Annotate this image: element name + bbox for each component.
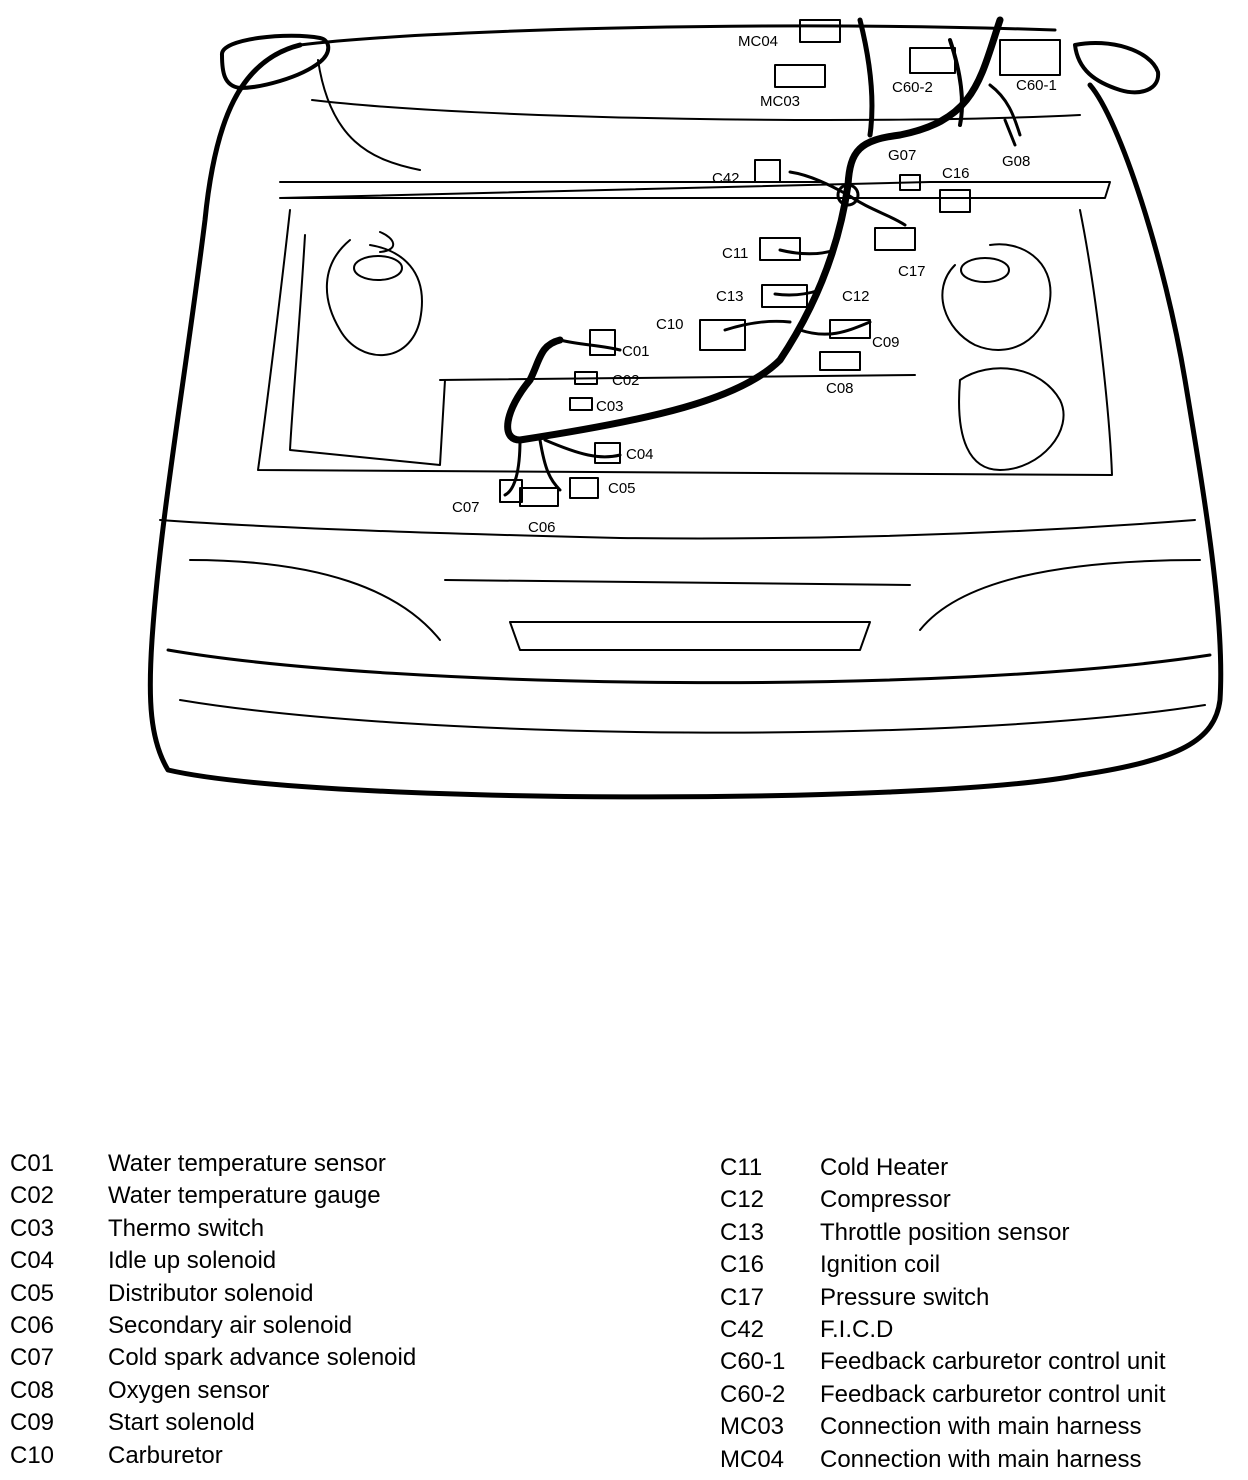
legend-desc: Pressure switch <box>820 1283 990 1311</box>
label-G07: G07 <box>888 147 916 164</box>
legend-desc: Compressor <box>820 1186 951 1214</box>
legend-code: C60-1 <box>720 1348 786 1376</box>
legend-desc: Connection with main harness <box>820 1413 1142 1441</box>
label-C05: C05 <box>608 480 636 497</box>
legend-row: C42 F.I.C.D <box>720 1314 1240 1346</box>
legend-code: C10 <box>10 1441 55 1469</box>
label-C10: C10 <box>656 316 684 333</box>
legend-row: MC04 Connection with main harness <box>720 1444 1240 1476</box>
legend-row: C09 Start solenold <box>10 1407 570 1439</box>
label-G08: G08 <box>1002 153 1030 170</box>
label-C60-1: C60-1 <box>1016 77 1057 94</box>
legend-code: C08 <box>10 1376 55 1404</box>
legend-code: MC03 <box>720 1413 785 1441</box>
legend-code: C13 <box>720 1218 765 1246</box>
legend-code: C11 <box>720 1154 763 1181</box>
label-MC04: MC04 <box>738 33 778 50</box>
connector-labels: MC04 MC03 C60-2 C60-1 G07 G08 C42 C16 C1… <box>452 33 1057 536</box>
legend-desc: Idle up solenoid <box>108 1247 277 1275</box>
legend-desc: Water temperature gauge <box>108 1182 381 1210</box>
legend-code: C60-2 <box>720 1380 786 1408</box>
legend-code: C06 <box>10 1312 55 1340</box>
legend-row: C08 Oxygen sensor <box>10 1375 570 1407</box>
legend-left: C01 Water temperature sensor C02 Water tem… <box>10 1148 570 1472</box>
left-mirror <box>220 33 331 90</box>
label-C11: C11 <box>722 245 748 262</box>
legend-code: C02 <box>10 1182 55 1210</box>
legend-row: MC03 Connection with main harness <box>720 1411 1240 1443</box>
legend-code: C05 <box>10 1279 55 1307</box>
legend-desc: Distributor solenoid <box>108 1279 314 1307</box>
legend-code: C03 <box>10 1214 55 1242</box>
main-harness <box>504 16 1004 444</box>
label-C16: C16 <box>942 165 970 182</box>
legend-code: C17 <box>720 1283 765 1311</box>
car-body-outline <box>147 42 1224 800</box>
legend-row: C06 Secondary air solenoid <box>10 1310 570 1342</box>
legend-desc: Ignition coil <box>820 1251 941 1279</box>
legend-desc: Throttle position sensor <box>820 1218 1070 1246</box>
legend-desc: Oxygen sensor <box>108 1376 270 1404</box>
legend-code: C16 <box>720 1251 765 1279</box>
label-C17: C17 <box>898 263 926 280</box>
legend-desc: Cold Heater <box>820 1154 949 1181</box>
legend-row: C16 Ignition coil <box>720 1249 1240 1281</box>
legend-row: C03 Thermo switch <box>10 1213 570 1245</box>
label-C13: C13 <box>716 288 744 305</box>
label-C60-2: C60-2 <box>892 79 933 96</box>
legend-code: C09 <box>10 1409 55 1437</box>
legend-code: C42 <box>720 1316 765 1344</box>
label-C04: C04 <box>626 446 654 463</box>
legend-row: C13 Throttle position sensor <box>720 1217 1240 1249</box>
label-C01: C01 <box>622 343 650 360</box>
legend-desc: F.I.C.D <box>820 1316 894 1344</box>
label-C08: C08 <box>826 380 854 397</box>
legend-desc: Start solenold <box>108 1409 255 1437</box>
legend-code: C07 <box>10 1344 55 1372</box>
legend-row: C01 Water temperature sensor <box>10 1148 570 1180</box>
legend-desc: Secondary air solenoid <box>108 1312 353 1340</box>
legend-row: C04 Idle up solenoid <box>10 1245 570 1277</box>
legend-row: C12 Compressor <box>720 1184 1240 1216</box>
legend-code: C04 <box>10 1247 55 1275</box>
label-C09: C09 <box>872 334 900 351</box>
legend-row: C02 Water temperature gauge <box>10 1180 570 1212</box>
legend-code: C01 <box>10 1150 55 1177</box>
legend-row: C10 Carburetor <box>10 1440 570 1472</box>
legend-row: C60-2 Feedback carburetor control unit <box>720 1379 1240 1411</box>
label-MC03: MC03 <box>760 93 800 110</box>
label-C12: C12 <box>842 288 870 305</box>
legend-desc: Carburetor <box>108 1441 223 1469</box>
legend-desc: Feedback carburetor control unit <box>820 1348 1166 1376</box>
legend-row: C07 Cold spark advance solenoid <box>10 1342 570 1374</box>
label-C42: C42 <box>712 170 740 187</box>
legend-desc: Thermo switch <box>108 1214 265 1242</box>
engine-harness-diagram: MC04 MC03 C60-2 C60-1 G07 G08 C42 C16 C1… <box>147 16 1224 800</box>
label-C02: C02 <box>612 372 640 389</box>
legend-right: C11 Cold Heater C12 Compressor C13 Throttle… <box>720 1152 1240 1476</box>
legend-row: C17 Pressure switch <box>720 1282 1240 1314</box>
legend-code: MC04 <box>720 1445 785 1473</box>
legend-row: C11 Cold Heater <box>720 1152 1240 1184</box>
legend-desc: Cold spark advance solenoid <box>108 1344 417 1372</box>
legend-row: C05 Distributor solenoid <box>10 1278 570 1310</box>
right-mirror <box>1073 41 1161 95</box>
label-C06: C06 <box>528 519 556 536</box>
legend-code: C12 <box>720 1186 765 1214</box>
legend-desc: Water temperature sensor <box>108 1150 386 1177</box>
legend-desc: Feedback carburetor control unit <box>820 1380 1166 1408</box>
label-C07: C07 <box>452 499 480 516</box>
legend-row: C60-1 Feedback carburetor control unit <box>720 1346 1240 1378</box>
label-C03: C03 <box>596 398 624 415</box>
legend-desc: Connection with main harness <box>820 1445 1142 1473</box>
